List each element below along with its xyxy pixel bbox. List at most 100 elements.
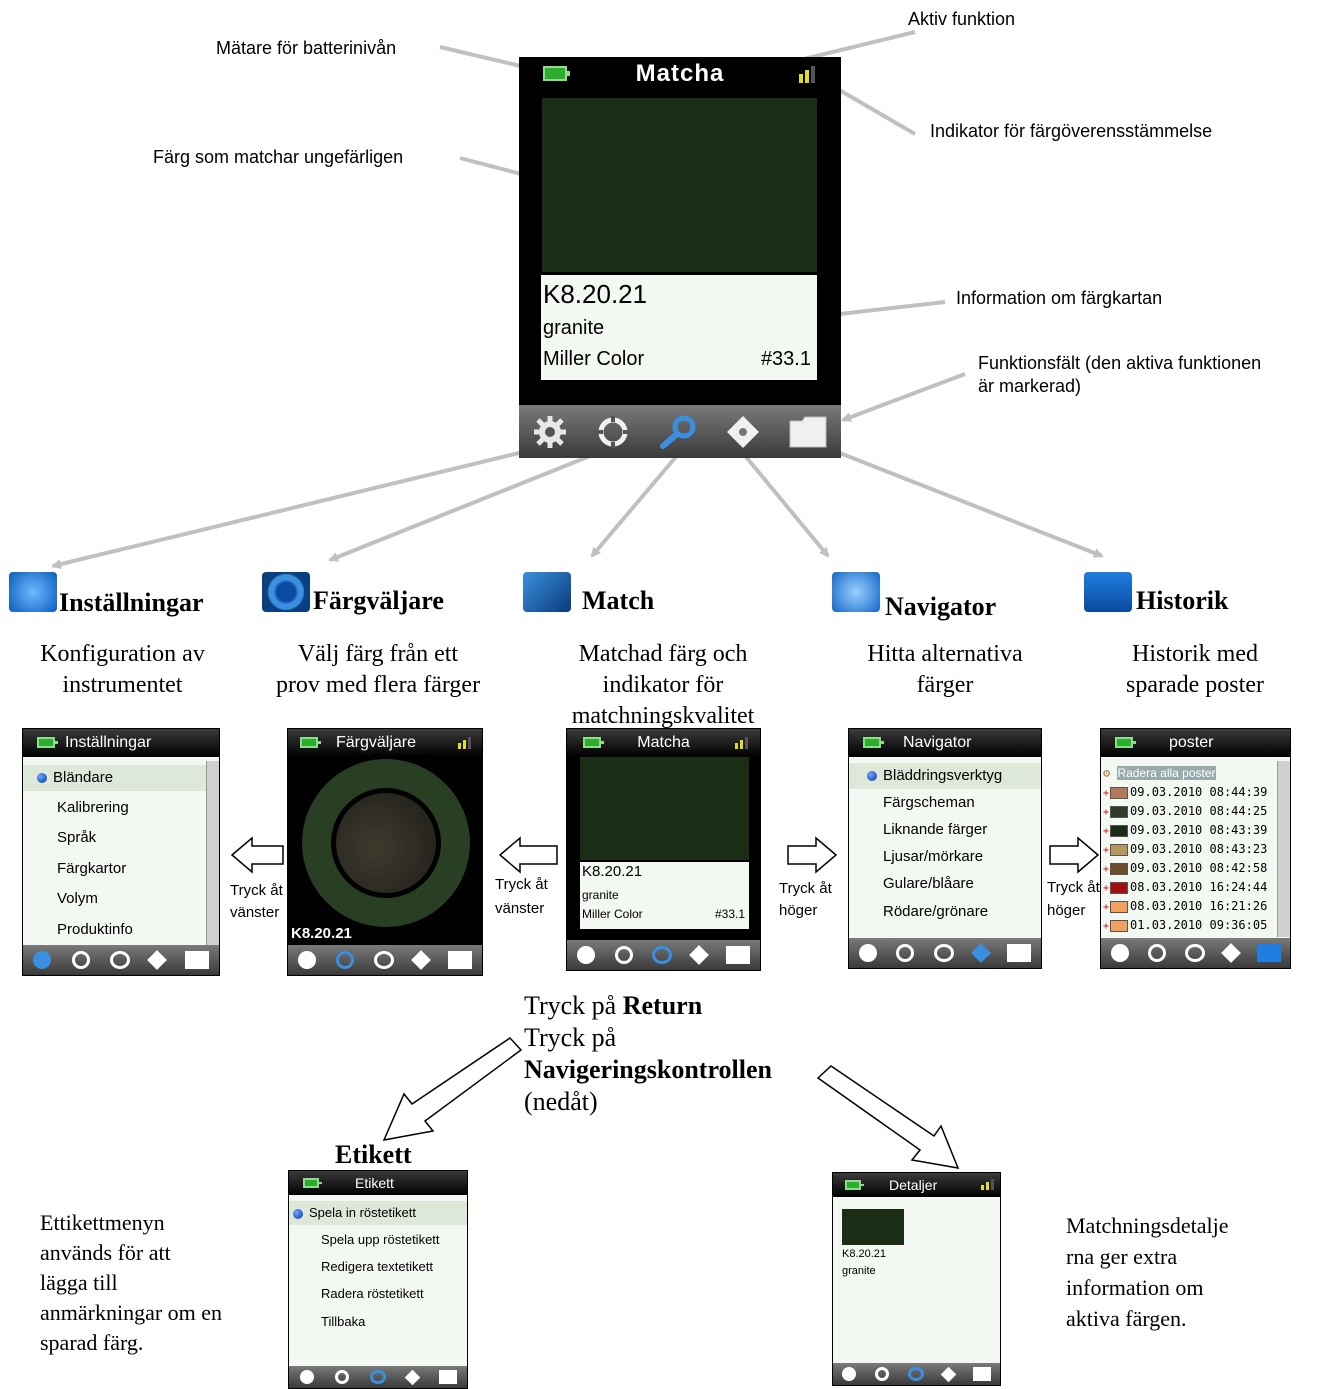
battery-icon — [845, 1180, 864, 1190]
history-row-1[interactable]: +09.03.2010 08:44:25 — [1103, 804, 1268, 818]
history-row-2[interactable]: +09.03.2010 08:43:39 — [1103, 823, 1268, 837]
press-left-label-1a: Tryck åt — [230, 882, 283, 899]
label-item-0[interactable]: Spela in röstetikett — [289, 1201, 467, 1225]
folder-icon[interactable] — [1007, 944, 1032, 962]
navigator-diamond-icon[interactable] — [940, 1366, 957, 1382]
color-picker-ring-icon[interactable] — [71, 951, 90, 969]
navigator-item-4[interactable]: Gulare/blåare — [883, 875, 974, 892]
navigator-diamond-icon[interactable] — [970, 943, 991, 963]
folder-icon[interactable] — [1256, 944, 1281, 962]
folder-icon[interactable] — [448, 951, 472, 969]
label-item-1[interactable]: Spela upp röstetikett — [321, 1232, 440, 1247]
magnifier-icon[interactable] — [652, 946, 673, 964]
history-row-3[interactable]: +09.03.2010 08:43:23 — [1103, 842, 1268, 856]
gear-icon[interactable] — [576, 946, 595, 964]
color-picker-ring-icon[interactable] — [614, 946, 633, 964]
gear-icon[interactable] — [842, 1367, 857, 1381]
function-bar — [288, 945, 482, 975]
navigator-item-3[interactable]: Ljusar/mörkare — [883, 848, 984, 865]
match-fan-deck: Miller Color — [582, 907, 643, 921]
color-picker-ring-icon[interactable] — [334, 1370, 349, 1384]
settings-item-4[interactable]: Volym — [57, 890, 98, 907]
history-scrollbar[interactable] — [1277, 761, 1290, 937]
label-item-4[interactable]: Tillbaka — [321, 1314, 366, 1329]
details-swatch — [842, 1209, 904, 1245]
navigator-screen: Navigator Bläddringsverktyg Färgscheman … — [848, 728, 1042, 969]
color-picker-ring-icon[interactable] — [336, 951, 354, 969]
label-screen: Etikett Spela in röstetikett Spela upp r… — [288, 1170, 468, 1389]
gear-icon[interactable] — [858, 944, 877, 962]
magnifier-icon[interactable] — [369, 1370, 386, 1384]
function-bar — [567, 940, 760, 970]
label-item-2[interactable]: Redigera textetikett — [321, 1259, 434, 1274]
match-info-box: K8.20.21 granite Miller Color #33.1 — [580, 862, 749, 929]
folder-icon[interactable] — [788, 415, 828, 449]
main-title-bar: Matcha — [519, 57, 841, 93]
magnifier-icon[interactable] — [109, 951, 130, 969]
delete-all-row[interactable]: ⚙ Radera alla poster — [1103, 766, 1216, 780]
function-bar — [1101, 938, 1290, 968]
settings-item-3[interactable]: Färgkartor — [57, 860, 127, 877]
settings-item-5[interactable]: Produktinfo — [57, 921, 133, 938]
down-right-arrow — [816, 1065, 960, 1169]
right-arrow-2 — [1049, 836, 1100, 874]
gear-icon[interactable] — [532, 414, 568, 450]
history-row-0[interactable]: +09.03.2010 08:44:39 — [1103, 785, 1268, 799]
folder-icon[interactable] — [726, 946, 751, 964]
settings-item-1[interactable]: Kalibrering — [57, 799, 129, 816]
label-title: Etikett — [355, 1175, 394, 1191]
row-swatch — [1110, 919, 1129, 932]
color-picker-ring-icon[interactable] — [875, 1367, 890, 1381]
gear-icon[interactable] — [33, 951, 52, 969]
history-row-5[interactable]: +08.03.2010 16:24:44 — [1103, 880, 1268, 894]
settings-item-2[interactable]: Språk — [57, 829, 97, 846]
folder-icon[interactable] — [184, 951, 209, 969]
folder-icon[interactable] — [438, 1370, 457, 1384]
details-code: K8.20.21 — [842, 1248, 887, 1260]
color-picker-ring-icon[interactable] — [1147, 944, 1166, 962]
gear-icon[interactable] — [1110, 944, 1129, 962]
history-row-7[interactable]: +01.03.2010 09:36:05 — [1103, 918, 1268, 932]
press-left-label-2b: vänster — [495, 900, 545, 917]
settings-scrollbar[interactable] — [206, 761, 219, 945]
navigator-item-5[interactable]: Rödare/grönare — [883, 903, 989, 920]
settings-item-0[interactable]: Bländare — [23, 765, 206, 791]
magnifier-icon[interactable] — [374, 951, 394, 969]
navigator-diamond-icon[interactable] — [147, 950, 168, 970]
navigator-item-2[interactable]: Liknande färger — [883, 821, 988, 838]
color-picker-ring-icon[interactable] — [896, 944, 915, 962]
row-swatch — [1110, 843, 1129, 856]
label-item-3[interactable]: Radera röstetikett — [321, 1286, 424, 1301]
picker-title-bar: Färgväljare — [288, 729, 482, 757]
match-link-arrow — [590, 450, 682, 558]
folder-icon[interactable] — [972, 1367, 991, 1381]
magnifier-icon[interactable] — [658, 414, 698, 450]
gear-icon[interactable] — [298, 951, 316, 969]
navigator-item-0[interactable]: Bläddringsverktyg — [849, 763, 1041, 789]
picker-inner-circle[interactable] — [331, 788, 441, 898]
picker-code: K8.20.21 — [291, 925, 352, 942]
color-picker-ring-icon[interactable] — [595, 414, 631, 450]
navigator-item-1[interactable]: Färgscheman — [883, 794, 975, 811]
history-row-6[interactable]: +08.03.2010 16:21:26 — [1103, 899, 1268, 913]
match-indicator-annotation: Indikator för färgöverensstämmelse — [930, 121, 1213, 141]
navigator-diamond-icon[interactable] — [411, 950, 431, 970]
navigator-diamond-icon[interactable] — [404, 1369, 420, 1385]
match-indicator-icon — [735, 737, 748, 749]
history-title-bar: poster — [1101, 729, 1290, 757]
battery-icon — [1115, 737, 1136, 748]
navigator-diamond-icon[interactable] — [725, 414, 761, 450]
gear-icon[interactable] — [299, 1370, 314, 1384]
settings-link-arrow — [51, 444, 549, 569]
label-heading: Etikett — [335, 1140, 412, 1169]
navigator-diamond-icon[interactable] — [1220, 943, 1241, 963]
magnifier-icon[interactable] — [907, 1367, 924, 1381]
battery-icon — [303, 1178, 322, 1188]
history-row-4[interactable]: +09.03.2010 08:42:58 — [1103, 861, 1268, 875]
picker-heading-icon — [262, 572, 310, 612]
navigator-diamond-icon[interactable] — [689, 945, 710, 965]
magnifier-icon[interactable] — [933, 944, 954, 962]
magnifier-icon[interactable] — [1184, 944, 1205, 962]
history-heading-icon — [1084, 572, 1132, 612]
row-swatch — [1110, 881, 1129, 894]
